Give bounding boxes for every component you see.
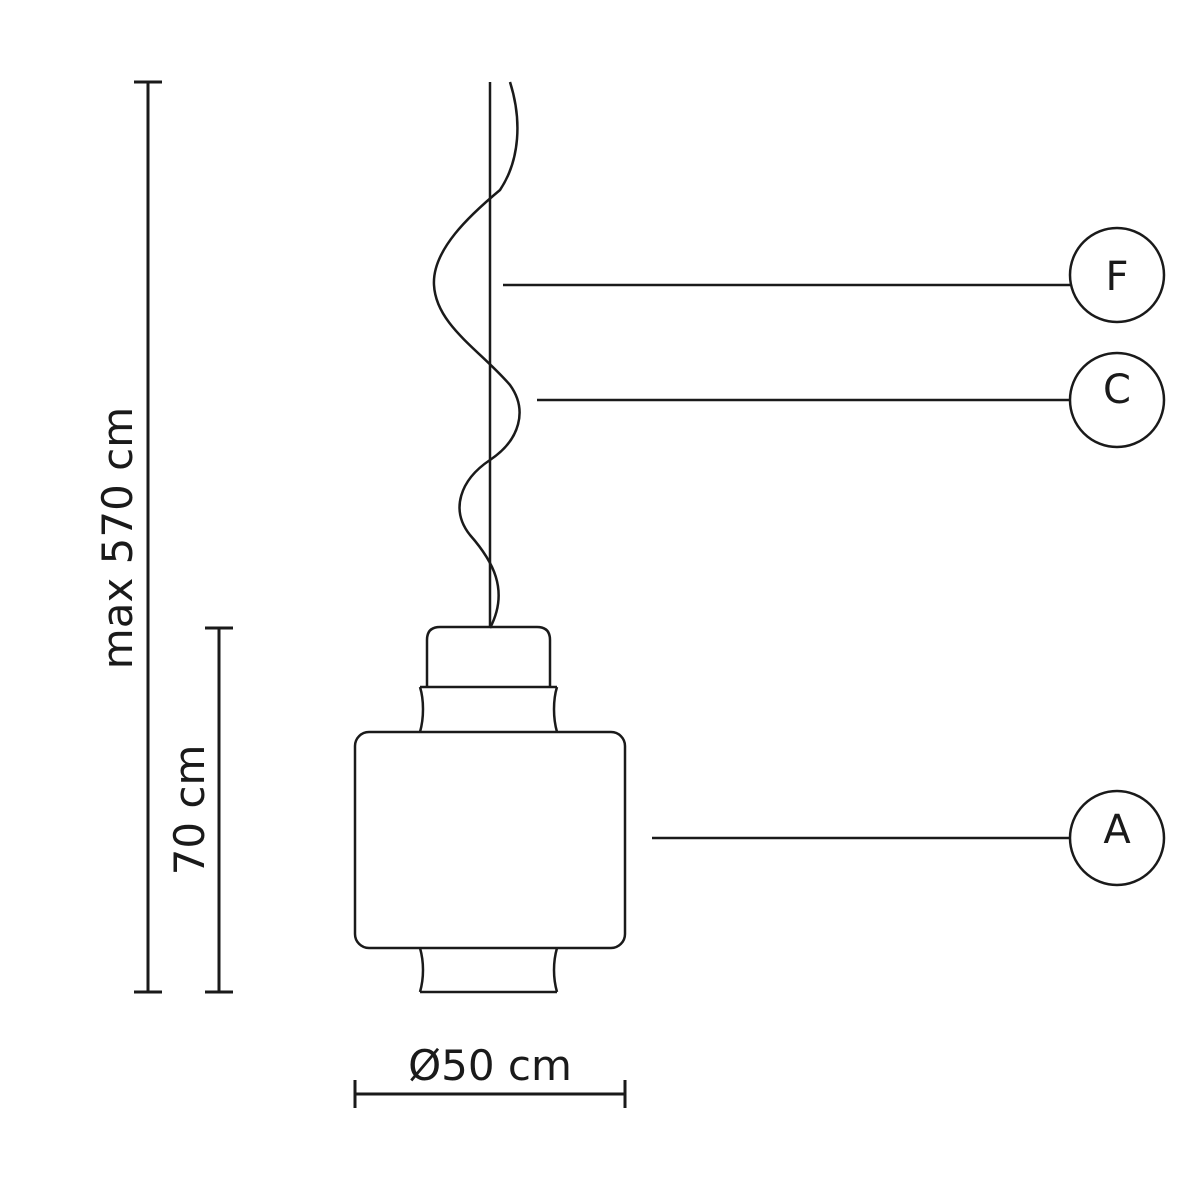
diameter-label: Ø50 cm xyxy=(408,1041,572,1090)
callout-a: A xyxy=(652,789,1166,887)
callout-c-circle xyxy=(1068,351,1166,449)
lamp-upper-collar xyxy=(418,685,559,733)
power-cord xyxy=(432,81,521,629)
callout-f-label: F xyxy=(1105,254,1128,300)
callout-f-circle xyxy=(1068,226,1166,324)
callout-f: F xyxy=(503,226,1166,324)
callout-c-label: C xyxy=(1103,367,1131,413)
lamp-bottom-collar xyxy=(418,947,559,994)
lamp-glass-body xyxy=(353,730,627,950)
total-height-label: max 570 cm xyxy=(93,407,142,669)
lamp-top-cap xyxy=(425,625,552,687)
body-height-dimension: 70 cm xyxy=(165,626,233,994)
callout-a-circle xyxy=(1068,789,1166,887)
body-height-label: 70 cm xyxy=(165,745,214,876)
callout-c: C xyxy=(537,351,1166,449)
total-height-dimension: max 570 cm xyxy=(93,80,162,994)
callout-a-label: A xyxy=(1103,807,1131,853)
diameter-dimension: Ø50 cm xyxy=(353,1041,627,1108)
